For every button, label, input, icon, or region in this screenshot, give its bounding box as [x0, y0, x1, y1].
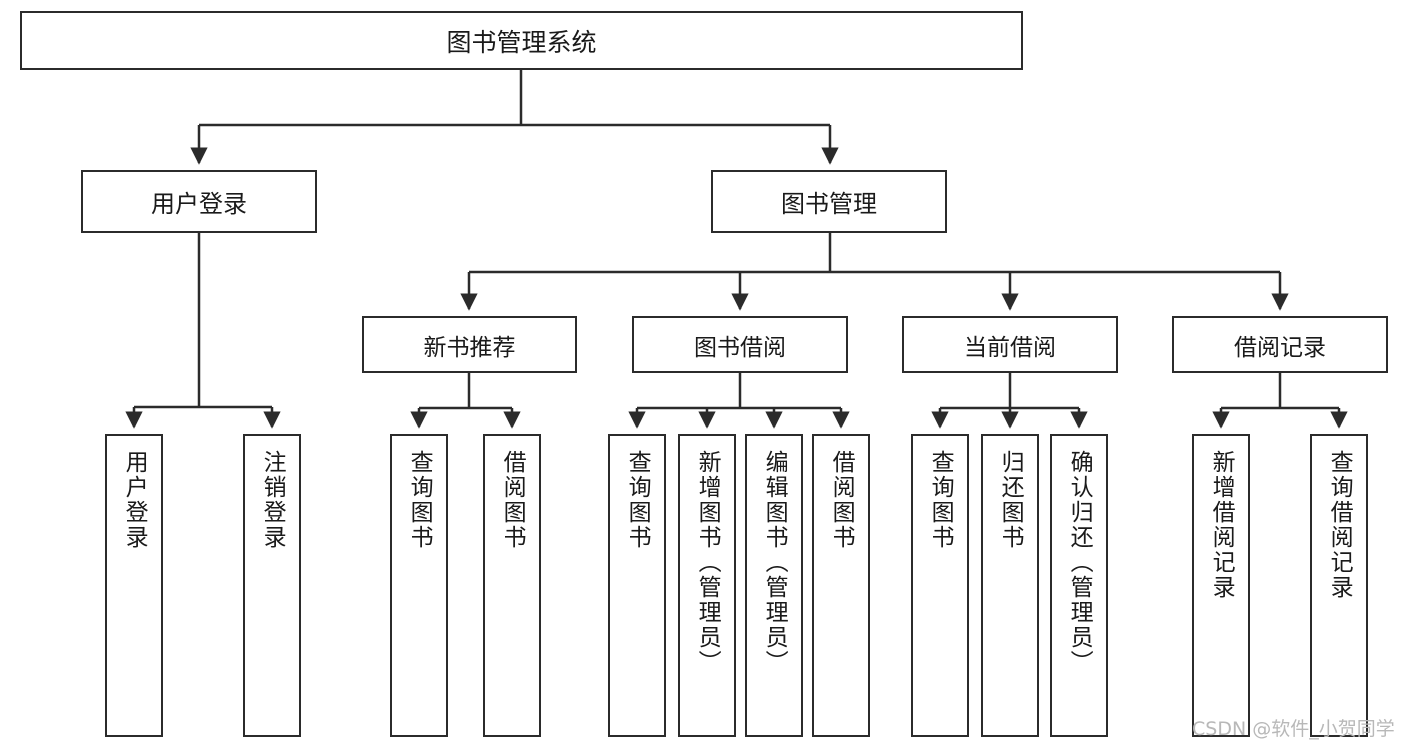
- node-label: 查询借阅记录: [1326, 450, 1353, 600]
- node-label: 图书借阅: [694, 334, 786, 361]
- node-current-borrowing[interactable]: 当前借阅: [902, 316, 1118, 373]
- leaf-add-borrowing-record[interactable]: 新增借阅记录: [1192, 434, 1250, 737]
- node-book-management[interactable]: 图书管理: [711, 170, 947, 233]
- node-label: 借阅记录: [1234, 334, 1326, 361]
- leaf-search-books-current[interactable]: 查询图书: [911, 434, 969, 737]
- watermark: CSDN @软件_小贺同学: [1192, 718, 1395, 740]
- leaf-logout[interactable]: 注销登录: [243, 434, 301, 737]
- node-label: 新增借阅记录: [1208, 450, 1235, 600]
- leaf-search-borrowing-record[interactable]: 查询借阅记录: [1310, 434, 1368, 737]
- node-new-book-recommendation[interactable]: 新书推荐: [362, 316, 577, 373]
- node-label: 新增图书（管理员）: [694, 450, 721, 675]
- node-label: 查询图书: [927, 450, 954, 550]
- node-label: 查询图书: [624, 450, 651, 550]
- node-user-login[interactable]: 用户登录: [81, 170, 317, 233]
- leaf-search-books-new[interactable]: 查询图书: [390, 434, 448, 737]
- leaf-search-books-borrow[interactable]: 查询图书: [608, 434, 666, 737]
- node-label: 当前借阅: [964, 334, 1056, 361]
- node-label: 图书管理系统: [446, 27, 597, 57]
- node-label: 归还图书: [997, 450, 1024, 550]
- leaf-user-login[interactable]: 用户登录: [105, 434, 163, 737]
- node-book-borrowing[interactable]: 图书借阅: [632, 316, 848, 373]
- node-label: 新书推荐: [423, 334, 516, 361]
- node-label: 借阅图书: [828, 450, 855, 550]
- node-borrowing-records[interactable]: 借阅记录: [1172, 316, 1388, 373]
- leaf-confirm-return-admin[interactable]: 确认归还（管理员）: [1050, 434, 1108, 737]
- leaf-add-book-admin[interactable]: 新增图书（管理员）: [678, 434, 736, 737]
- node-label: 用户登录: [151, 190, 247, 218]
- node-label: 确认归还（管理员）: [1066, 450, 1093, 675]
- node-label: 借阅图书: [499, 450, 526, 550]
- leaf-borrow-books-new[interactable]: 借阅图书: [483, 434, 541, 737]
- node-label: 图书管理: [781, 190, 877, 218]
- leaf-edit-book-admin[interactable]: 编辑图书（管理员）: [745, 434, 803, 737]
- node-book-management-system[interactable]: 图书管理系统: [20, 11, 1023, 70]
- node-label: 用户登录: [121, 450, 148, 550]
- node-label: 编辑图书（管理员）: [761, 450, 788, 675]
- leaf-borrow-books[interactable]: 借阅图书: [812, 434, 870, 737]
- node-label: 查询图书: [406, 450, 433, 550]
- node-label: 注销登录: [259, 450, 286, 550]
- leaf-return-books[interactable]: 归还图书: [981, 434, 1039, 737]
